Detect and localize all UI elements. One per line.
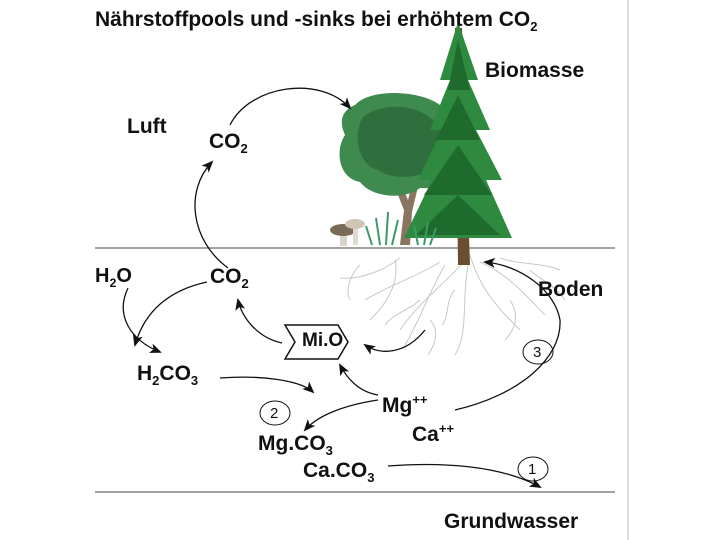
- label-grundwasser: Grundwasser: [444, 511, 578, 532]
- label-luft: Luft: [127, 116, 167, 137]
- arrow-co2-to-biomass: [230, 88, 350, 125]
- arrow-mg-to-mgco3: [305, 400, 378, 430]
- marker-2-label: 2: [270, 406, 278, 421]
- label-h2co3: H2CO3: [137, 363, 198, 387]
- mushroom-illustration: [330, 219, 365, 246]
- label-ca-ion: Ca++: [412, 422, 454, 445]
- label-caco3: Ca.CO3: [303, 460, 374, 484]
- arrow-roots-to-mio: [365, 330, 425, 351]
- arrow-h2o-to-h2co3: [123, 288, 160, 352]
- marker-1-label: 1: [528, 462, 536, 477]
- arrow-co2-to-h2co3: [135, 282, 207, 345]
- arrow-mg-to-mio: [340, 365, 378, 395]
- label-mg-ion: Mg++: [382, 393, 428, 416]
- arrow-soil-co2-to-air-co2: [195, 162, 228, 268]
- arrow-h2co3-to-mgco3: [220, 377, 313, 392]
- roots-illustration: [340, 255, 565, 355]
- diagram-title: Nährstoffpools und -sinks bei erhöhtem C…: [95, 9, 537, 33]
- marker-3-label: 3: [533, 345, 541, 360]
- label-boden: Boden: [538, 279, 603, 300]
- label-co2-air: CO2: [209, 131, 248, 155]
- label-co2-soil: CO2: [210, 266, 249, 290]
- label-biomasse: Biomasse: [485, 60, 584, 81]
- arrow-caco3-to-groundwater-1: [388, 464, 540, 487]
- label-h2o: H2O: [95, 266, 132, 289]
- label-mgco3: Mg.CO3: [258, 433, 333, 457]
- arrow-mio-to-co2: [238, 300, 282, 343]
- label-mio: Mi.O: [302, 331, 343, 350]
